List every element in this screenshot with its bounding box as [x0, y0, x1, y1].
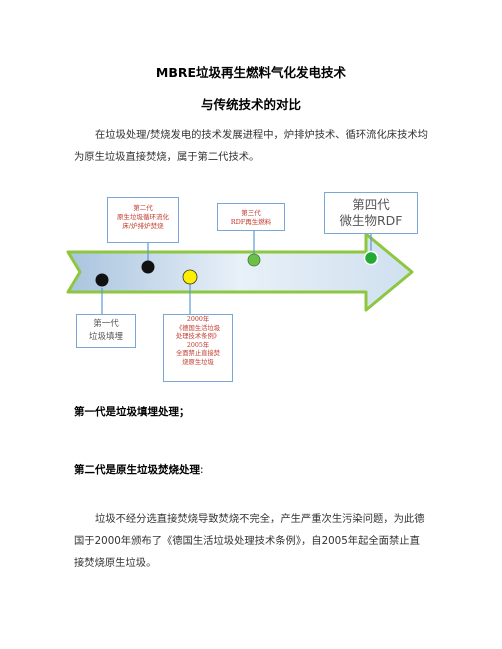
box-fourth-generation-lines: 第四代 微生物RDF	[327, 197, 415, 229]
milestone-line-2: 《德国生活垃圾	[175, 324, 221, 332]
milestone-line-6: 烧原生垃圾	[182, 358, 214, 366]
box-first-generation: 第一代 垃圾填埋	[76, 314, 136, 348]
gen4-label: 第四代	[352, 197, 390, 212]
milestone-line-4: 2005年	[186, 341, 210, 349]
heading-second-generation-bold: 第二代是原生垃圾焚烧处理	[74, 464, 200, 476]
gen1-line-1: 垃圾填埋	[88, 332, 123, 342]
gen3-label: 第三代	[241, 209, 261, 217]
gen2-line-1: 原生垃圾循环流化	[117, 213, 169, 221]
timeline-arrow	[66, 232, 414, 312]
timeline-graphic	[66, 231, 414, 314]
heading-second-generation-colon: :	[200, 464, 204, 476]
box-milestone-lines: 2000年 《德国生活垃圾 处理技术条例》 2005年 全面禁止直接焚 烧原生垃…	[166, 316, 230, 368]
box-first-generation-lines: 第一代 垃圾填埋	[79, 318, 133, 344]
heading-first-generation: 第一代是垃圾填埋处理；	[74, 406, 190, 418]
title-line-1: MBRE垃圾再生燃料气化发电技术	[155, 65, 347, 80]
dot-milestone	[182, 269, 198, 285]
box-third-generation: 第三代 RDF再生燃料	[217, 203, 285, 231]
box-second-generation-lines: 第二代 原生垃圾循环流化 床/炉排炉焚烧	[110, 204, 176, 231]
gen4-line-1: 微生物RDF	[339, 213, 403, 228]
box-third-generation-lines: 第三代 RDF再生燃料	[220, 209, 282, 227]
dot-gen4	[363, 250, 379, 266]
gen2-label: 第二代	[133, 204, 153, 212]
intro-paragraph: 在垃圾处理/焚烧发电的技术发展进程中，炉排炉技术、循环流化床技术均为原生垃圾直接…	[74, 129, 428, 163]
second-generation-paragraph: 垃圾不经分选直接焚烧导致焚烧不完全，产生严重次生污染问题，为此德国于2000年颁…	[74, 513, 425, 569]
dot-gen2	[141, 260, 155, 274]
heading-second-generation: 第二代是原生垃圾焚烧处理:	[74, 462, 204, 477]
milestone-line-1: 2000年	[186, 316, 210, 323]
milestone-line-5: 全面禁止直接焚	[175, 350, 221, 358]
box-milestone-2000-2005: 2000年 《德国生活垃圾 处理技术条例》 2005年 全面禁止直接焚 烧原生垃…	[163, 314, 233, 382]
gen1-label: 第一代	[93, 319, 119, 329]
gen3-line-1: RDF再生燃料	[230, 218, 272, 226]
milestone-line-3: 处理技术条例》	[175, 333, 221, 341]
box-second-generation: 第二代 原生垃圾循环流化 床/炉排炉焚烧	[107, 197, 179, 243]
technology-timeline-diagram: 第二代 原生垃圾循环流化 床/炉排炉焚烧 第三代 RDF再生燃料 第四代 微生物…	[62, 190, 422, 386]
dot-gen3	[247, 253, 261, 267]
box-fourth-generation: 第四代 微生物RDF	[324, 192, 418, 234]
gen2-line-2: 床/炉排炉焚烧	[122, 222, 164, 230]
title-line-2: 与传统技术的对比	[200, 97, 301, 112]
dot-gen1	[95, 273, 109, 287]
